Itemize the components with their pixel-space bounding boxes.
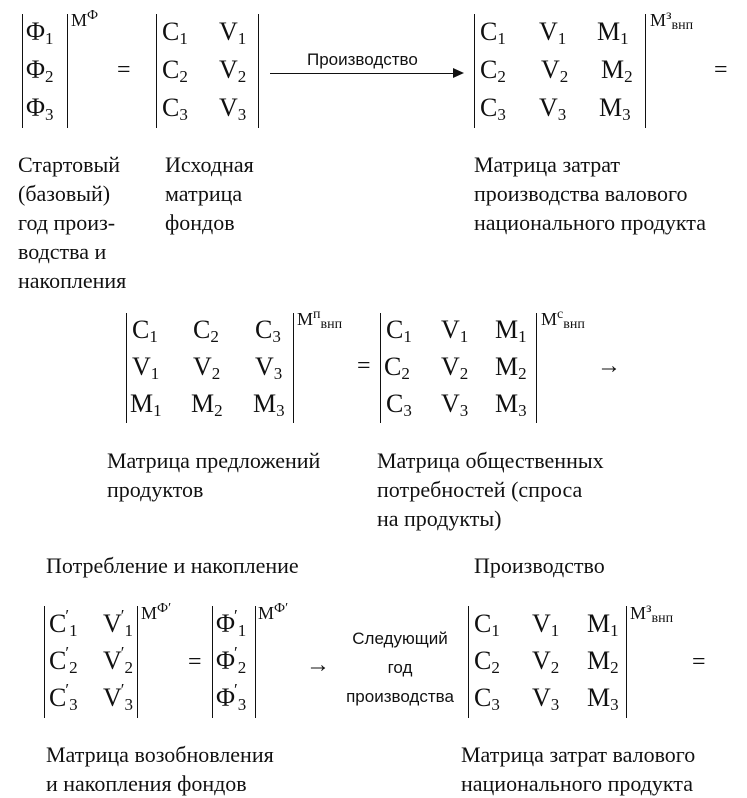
matrix-demand: C1 V1 M1 C2 V2 M2 C3 V3 M3 <box>380 313 537 423</box>
matrix-phi: Φ1 Φ2 Φ3 <box>22 14 68 128</box>
matrix-renewal-label: МФ′ <box>141 601 172 624</box>
right-arrow-icon: → <box>597 353 621 379</box>
matrix-cost-gnp: C1 V1 M1 C2 V2 M2 C3 V3 M3 <box>474 14 646 128</box>
equals-sign: = <box>357 353 371 379</box>
matrix-phi-next: Φ′1 Φ′2 Φ′3 <box>212 606 256 718</box>
matrix-renewal: C′1 V′1 C′2 V′2 C′3 V′3 <box>44 606 138 718</box>
matrix-cost-gnp-next-label: Мзвнп <box>630 601 674 626</box>
equals-sign: = <box>188 649 202 675</box>
caption-source-matrix: Исходная матрица фондов <box>165 152 254 235</box>
next-year-label: Следующий год производства <box>346 629 454 706</box>
right-arrow-icon: → <box>306 652 330 678</box>
heading-production: Производство <box>474 553 605 578</box>
caption-demand-matrix: Матрица общественных потребностей (спрос… <box>377 448 604 531</box>
matrix-offer-label: Мпвнп <box>297 307 343 332</box>
caption-offer-matrix: Матрица предложений продуктов <box>107 448 321 502</box>
caption-renewal-matrix: Матрица возобновления и накопления фондо… <box>46 742 274 796</box>
equals-sign: = <box>714 57 728 83</box>
matrix-cost-gnp-next: C1 V1 M1 C2 V2 M2 C3 V3 M3 <box>468 606 627 718</box>
caption-cost-matrix-next: Матрица затрат валового национального пр… <box>461 742 696 796</box>
production-arrow-label: Производство <box>307 50 418 69</box>
matrix-phi-label: МФ <box>71 8 99 31</box>
equals-sign: = <box>117 57 131 83</box>
matrix-offer: C1 C2 C3 V1 V2 V3 M1 M2 M3 <box>126 313 294 423</box>
matrix-demand-label: Мсвнп <box>541 307 585 332</box>
matrix-cost-gnp-label: Мзвнп <box>650 8 694 33</box>
production-arrow-icon <box>270 68 464 78</box>
equals-sign: = <box>692 649 706 675</box>
caption-start-year: Стартовый (базовый) год произ- водства и… <box>18 152 127 293</box>
caption-cost-matrix: Матрица затрат производства валового нац… <box>474 152 706 235</box>
heading-consumption: Потребление и накопление <box>46 553 299 578</box>
matrix-source-funds: C1 V1 C2 V2 C3 V3 <box>156 14 259 128</box>
matrix-phi-next-label: МФ′ <box>258 601 289 624</box>
